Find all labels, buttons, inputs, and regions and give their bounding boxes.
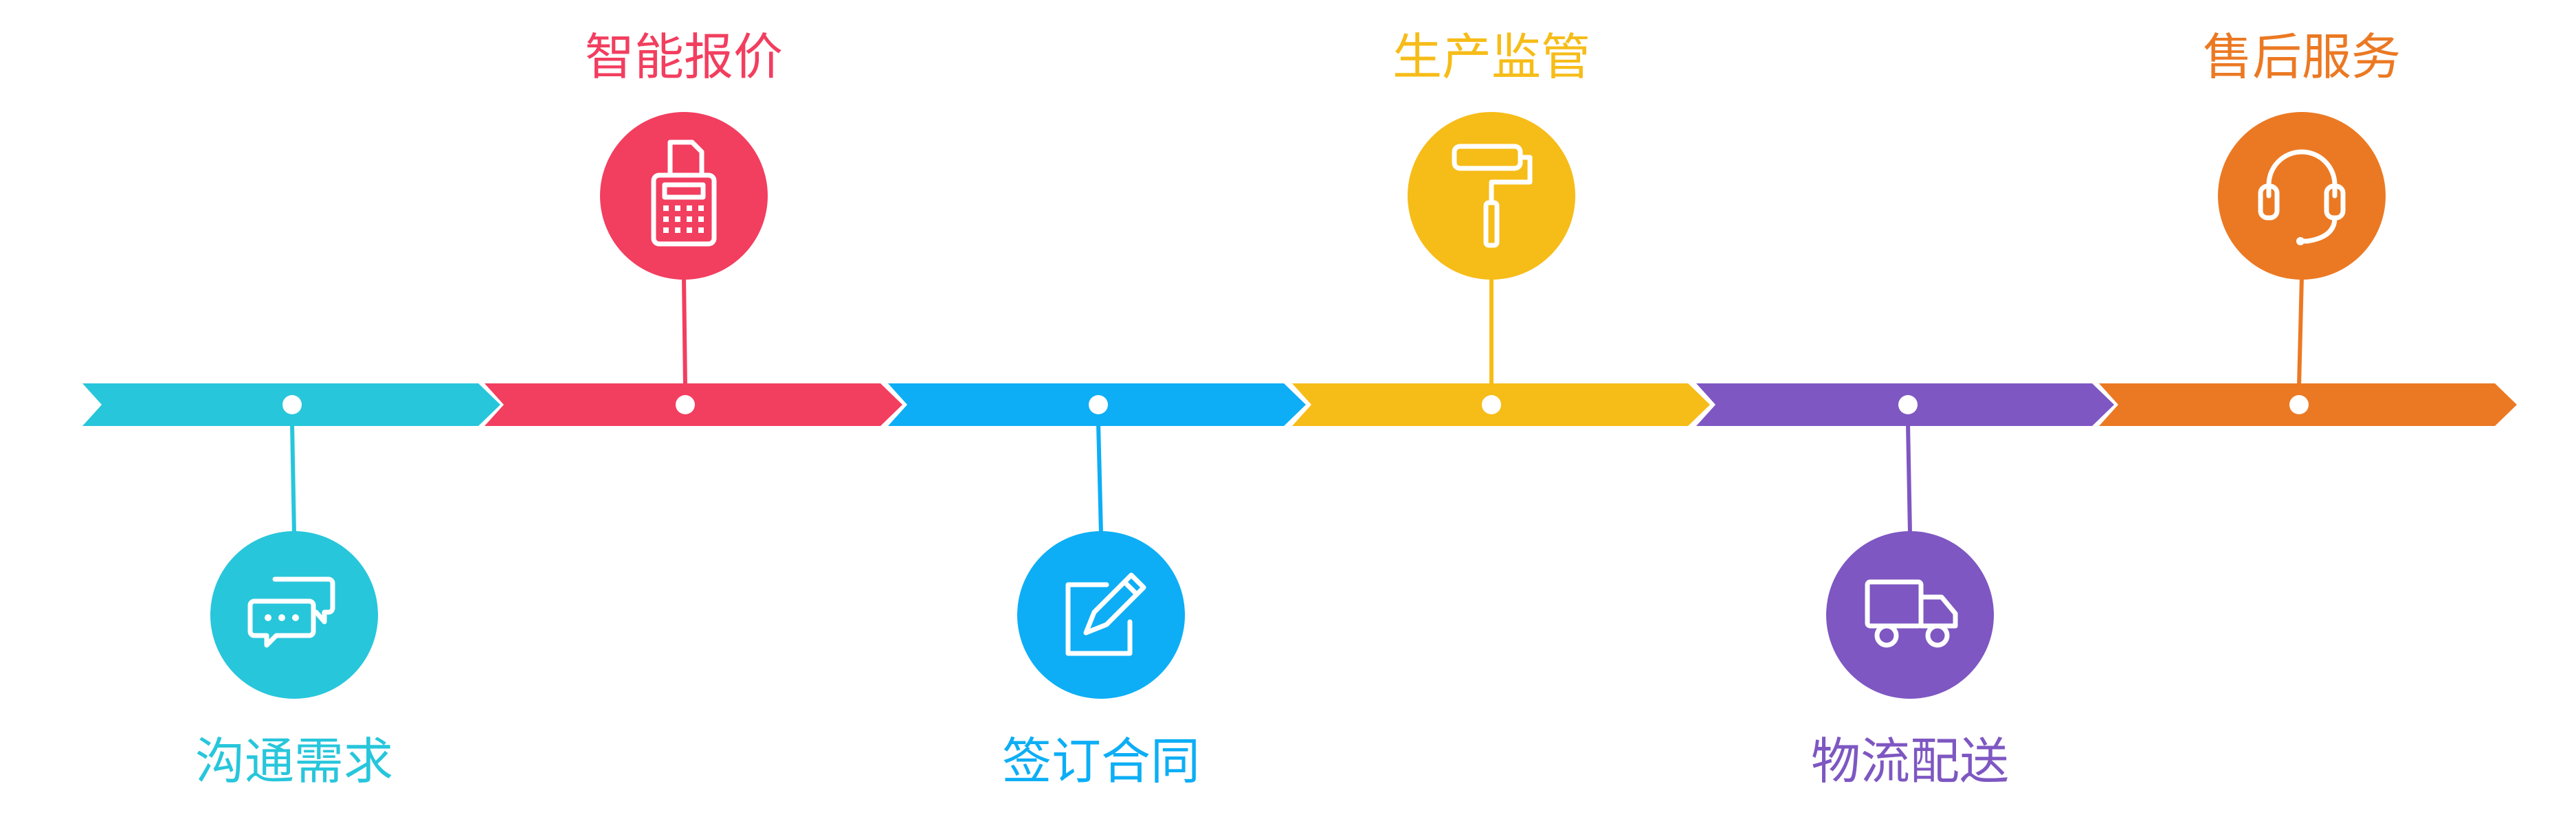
- timeline-step-node: 物流配送: [1811, 531, 2009, 790]
- chat-bubbles-icon: [247, 576, 335, 648]
- paint-roller-icon: [1452, 144, 1533, 248]
- calculator-icon: [651, 139, 717, 247]
- step-label: 物流配送: [1811, 732, 2009, 790]
- timeline-step-node: 售后服务: [2203, 28, 2401, 280]
- timeline-connector: [682, 276, 687, 387]
- step-circle: [1017, 531, 1185, 699]
- timeline-dot: [676, 395, 695, 414]
- step-label: 智能报价: [585, 28, 783, 86]
- step-circle: [1826, 531, 1994, 699]
- sign-contract-icon: [1065, 572, 1146, 656]
- timeline-connector: [1906, 423, 1912, 535]
- step-circle: [2218, 112, 2386, 280]
- timeline-connector: [290, 423, 296, 535]
- timeline-step-node: 签订合同: [1002, 531, 1200, 790]
- timeline-dot: [1482, 395, 1501, 414]
- timeline-dot: [282, 395, 302, 414]
- headset-icon: [2258, 149, 2346, 245]
- delivery-truck-icon: [1865, 579, 1958, 648]
- timeline-connector: [2297, 276, 2304, 387]
- timeline-dot: [1089, 395, 1108, 414]
- step-label: 售后服务: [2203, 28, 2401, 86]
- step-label: 沟通需求: [195, 732, 393, 790]
- timeline-step-node: 生产监管: [1392, 28, 1590, 280]
- step-label: 签订合同: [1002, 732, 1200, 790]
- timeline-connector: [1096, 423, 1103, 535]
- timeline-step-node: 沟通需求: [195, 531, 393, 790]
- step-label: 生产监管: [1392, 28, 1590, 86]
- timeline-dot: [1898, 395, 1918, 414]
- timeline-dot: [2289, 395, 2309, 414]
- timeline-step-node: 智能报价: [585, 28, 783, 280]
